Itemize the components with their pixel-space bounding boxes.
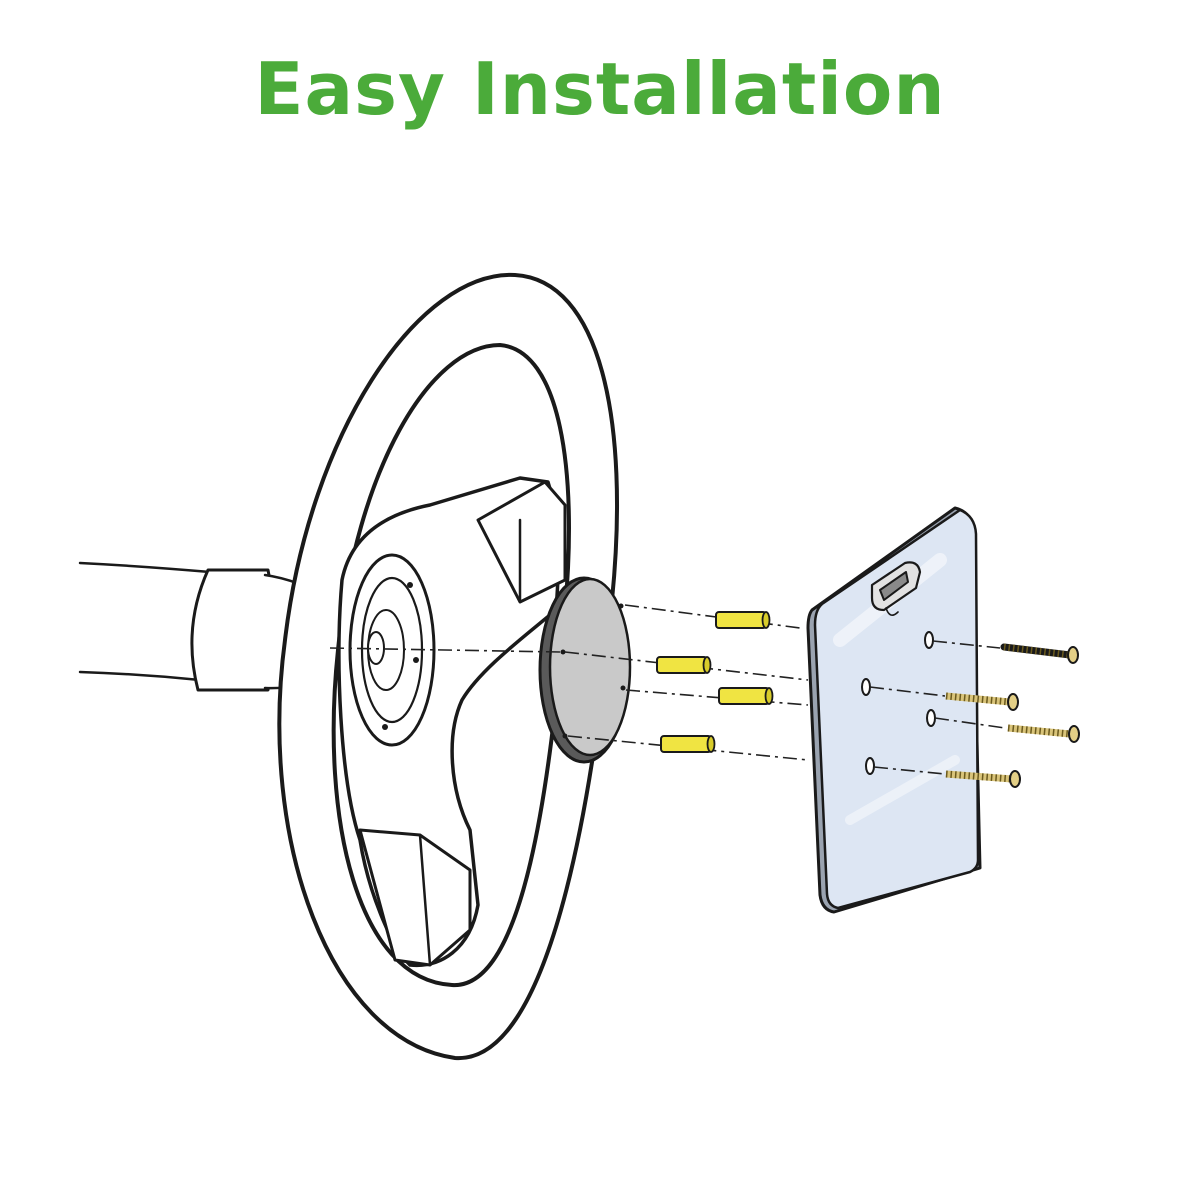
- spacer: [715, 611, 771, 629]
- screw: [945, 770, 1021, 788]
- spacer: [718, 687, 774, 705]
- page-title: Easy Installation: [254, 47, 946, 131]
- center-axis-line: [329, 647, 561, 653]
- mounting-plate: [806, 506, 982, 914]
- adapter-disc: [538, 576, 632, 764]
- plate-clip: [870, 561, 922, 616]
- screw: [1007, 724, 1080, 743]
- screw: [945, 692, 1019, 711]
- screw-group: [945, 643, 1080, 788]
- spacer: [660, 735, 716, 753]
- spacer-group: [656, 611, 774, 753]
- steering-wheel: [277, 272, 620, 1061]
- screw-alignment-lines: [869, 640, 1006, 775]
- screw: [1000, 643, 1079, 664]
- spacer: [656, 656, 712, 674]
